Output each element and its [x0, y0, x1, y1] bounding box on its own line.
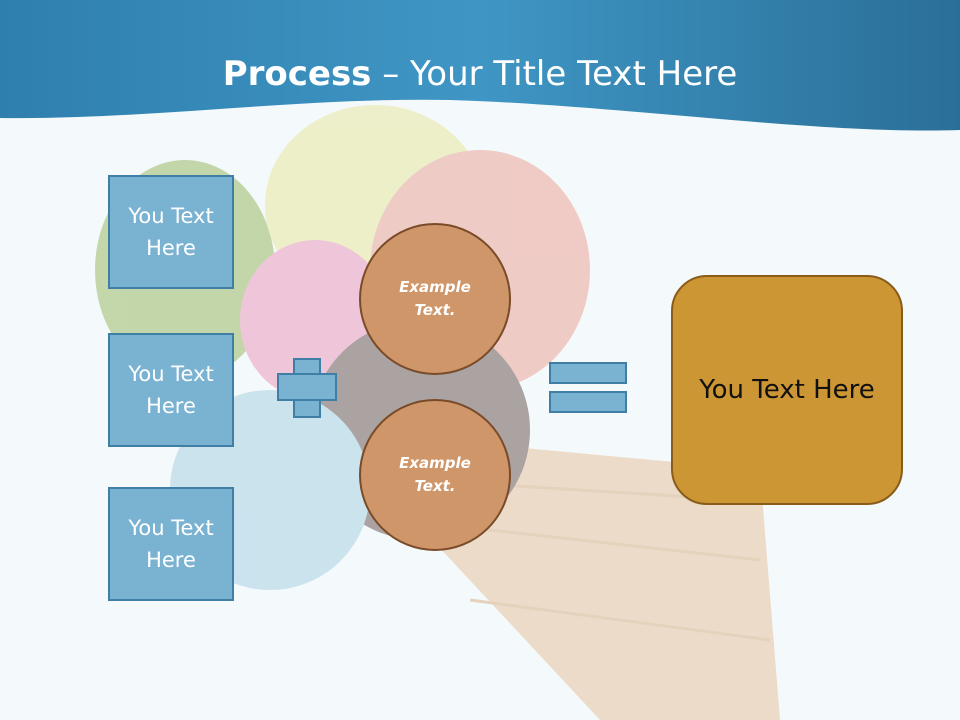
circle-top-label: Example Text.	[399, 278, 471, 319]
title-rest: – Your Title Text Here	[371, 54, 738, 94]
left-box-3[interactable]: You Text Here	[108, 487, 234, 601]
left-box-1-label: You Text Here	[128, 204, 214, 260]
title-bold: Process	[222, 54, 372, 94]
left-box-1[interactable]: You Text Here	[108, 175, 234, 289]
result-box[interactable]: You Text Here	[671, 275, 903, 505]
header-wave	[0, 0, 960, 131]
left-box-3-label: You Text Here	[128, 516, 214, 572]
circle-bottom[interactable]: Example Text.	[359, 399, 511, 551]
circle-bottom-label: Example Text.	[399, 454, 471, 495]
circle-top[interactable]: Example Text.	[359, 223, 511, 375]
left-box-2-label: You Text Here	[128, 362, 214, 418]
left-box-2[interactable]: You Text Here	[108, 333, 234, 447]
slide-title: Process – Your Title Text Here	[0, 50, 960, 98]
result-label: You Text Here	[699, 375, 875, 405]
